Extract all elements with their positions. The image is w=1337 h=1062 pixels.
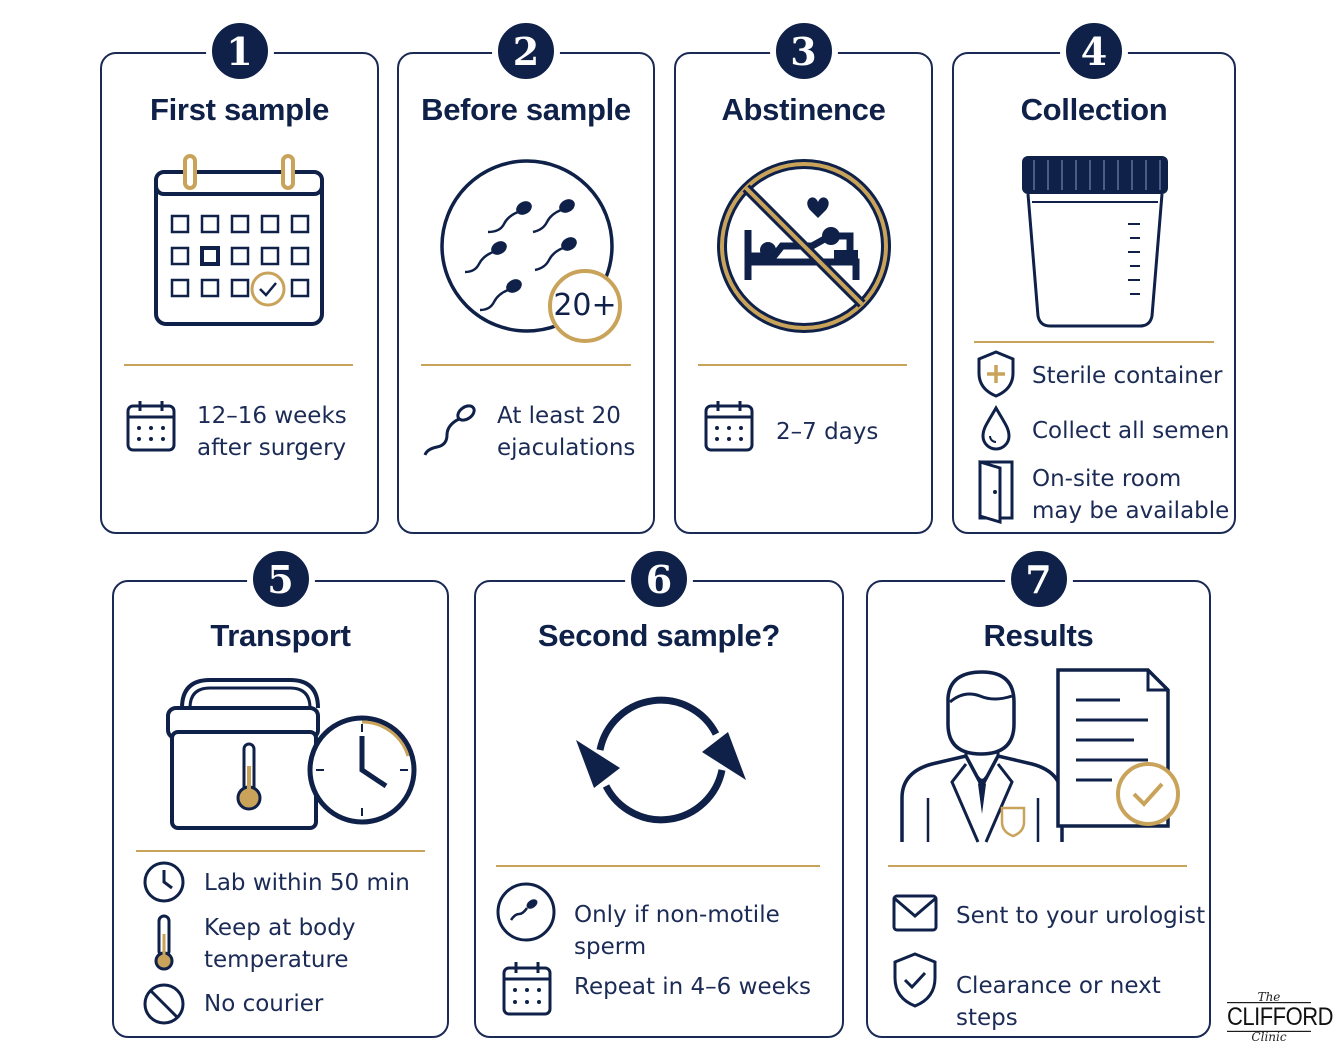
door-icon — [978, 459, 1014, 525]
collection-item: Collect all semen — [1032, 418, 1230, 444]
collection-item: may be available — [1032, 498, 1230, 524]
sperm-icon — [423, 404, 476, 456]
envelope-icon — [892, 894, 938, 932]
step-title: First sample — [149, 92, 330, 127]
step-detail-line: At least 20 — [497, 403, 621, 429]
logo-name: CLIFFORD — [1227, 1002, 1334, 1032]
step-number-badge: 5 — [246, 545, 315, 613]
step-number-badge: 4 — [1060, 17, 1128, 85]
step-title: Second sample? — [537, 618, 781, 653]
step-number-badge: 3 — [769, 17, 838, 85]
step-detail-line: 2–7 days — [776, 419, 879, 445]
step-card-5: 5 Transport Lab within 50 min Keep at bo… — [112, 545, 449, 1038]
step-detail-line: 12–16 weeks — [197, 403, 347, 429]
step-number-badge: 2 — [492, 17, 560, 85]
sperm-circle-small-icon — [496, 882, 556, 942]
step-number-badge: 6 — [625, 545, 693, 613]
step-title: Abstinence — [721, 92, 886, 127]
step-card-7: 7 Results Sent to your urologist Clearan… — [866, 545, 1211, 1038]
transport-item: Lab within 50 min — [204, 870, 410, 896]
repeat-arrows-icon — [576, 696, 746, 824]
step-number-badge: 7 — [1004, 545, 1073, 613]
step-card-3: 3 Abstinence 2–7 days — [674, 17, 933, 534]
clock-icon — [143, 861, 185, 903]
calendar-icon — [502, 962, 552, 1016]
clinic-logo: The CLIFFORD Clinic — [1227, 990, 1334, 1044]
results-item: Sent to your urologist — [956, 903, 1206, 929]
step-card-1: 1 First sample 12–16 weeks after surgery — [100, 17, 379, 534]
divider — [496, 865, 820, 867]
step-detail-line: after surgery — [197, 435, 347, 461]
count-badge-label: 20+ — [553, 288, 617, 323]
results-item: Clearance or next steps — [956, 973, 1161, 1031]
doctor-report-icon — [900, 668, 1180, 843]
collection-item: Sterile container — [1032, 363, 1223, 389]
step-title: Before sample — [421, 92, 631, 127]
step-title: Results — [983, 618, 1094, 653]
shield-plus-icon — [977, 350, 1015, 398]
droplet-icon — [981, 404, 1011, 451]
step-card-4: 4 Collection Sterile container Collect a… — [952, 17, 1236, 534]
divider — [974, 341, 1214, 343]
collection-item: On-site room — [1032, 466, 1182, 492]
transport-item: temperature — [204, 947, 349, 973]
logo-the: The — [1257, 990, 1281, 1004]
prohibited-icon — [143, 983, 185, 1025]
divider — [698, 364, 907, 366]
calendar-icon — [704, 401, 754, 452]
second-sample-item: Repeat in 4–6 weeks — [574, 974, 812, 1000]
thermometer-icon — [154, 914, 174, 971]
no-intercourse-icon — [717, 159, 891, 333]
step-title: Transport — [210, 618, 351, 653]
divider — [421, 364, 631, 366]
step-title: Collection — [1020, 92, 1168, 127]
divider — [124, 364, 353, 366]
step-number-badge: 1 — [205, 17, 274, 85]
step-card-2: 2 Before sample 20+ At least 20 ejaculat… — [397, 17, 655, 534]
calendar-check-icon — [154, 154, 324, 326]
calendar-icon — [126, 401, 176, 452]
divider — [888, 865, 1187, 867]
step-detail-line: ejaculations — [497, 435, 636, 461]
second-sample-item: Only if non-motile sperm — [574, 902, 780, 960]
shield-check-icon — [893, 952, 937, 1008]
logo-clinic: Clinic — [1251, 1030, 1287, 1044]
divider — [136, 850, 425, 852]
sperm-circle-icon — [440, 159, 622, 343]
specimen-cup-icon — [1022, 156, 1168, 328]
transport-item: No courier — [204, 991, 324, 1017]
step-card-6: 6 Second sample? Only if non-motile sper… — [474, 545, 844, 1038]
cooler-clock-icon — [166, 678, 417, 830]
transport-item: Keep at body — [204, 915, 356, 941]
